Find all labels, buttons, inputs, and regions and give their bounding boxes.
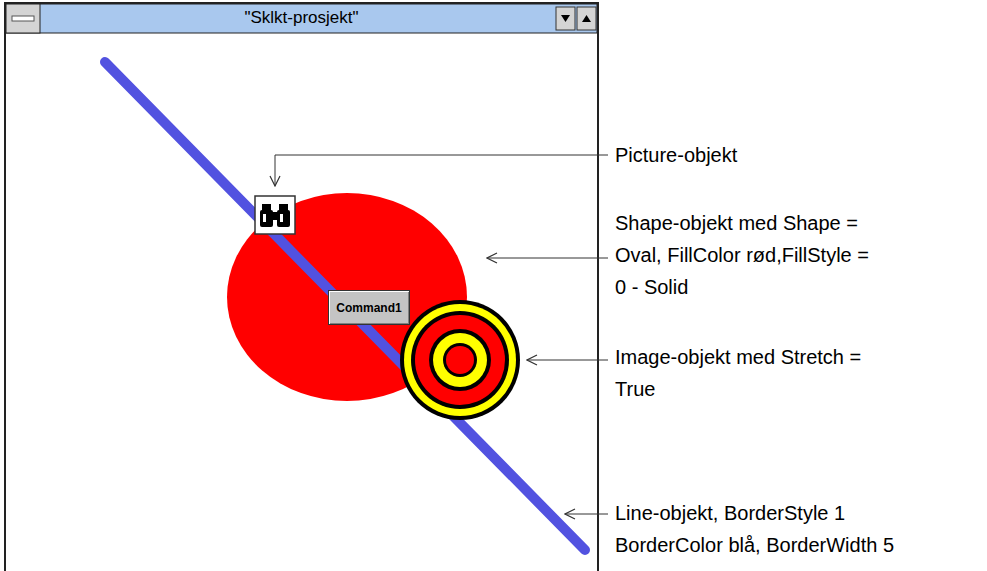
target-ring — [429, 329, 491, 391]
target-ring — [415, 315, 505, 405]
system-menu-bar — [12, 16, 34, 21]
binocular-glint — [263, 214, 266, 222]
blue-line — [105, 62, 585, 550]
maximize-button — [577, 7, 596, 30]
target-ring — [404, 304, 516, 416]
target-center — [446, 346, 474, 374]
binocular-top-left — [262, 204, 271, 211]
down-triangle — [561, 15, 570, 22]
leader-line — [527, 360, 608, 361]
title-bar — [6, 4, 597, 33]
callout-label: Shape-objekt med Shape = Oval, FillColor… — [615, 207, 877, 303]
target-image — [400, 300, 520, 420]
target-ring — [411, 311, 509, 409]
button-caption: Command1 — [336, 301, 401, 315]
system-menu-box — [6, 4, 40, 33]
binocular-left — [260, 210, 273, 227]
form-window: Command1 "Sklkt-prosjekt" — [5, 3, 598, 571]
window-frame — [5, 3, 598, 571]
command-button: Command1 — [328, 290, 410, 325]
picture-box — [255, 196, 295, 234]
binocular-picture — [255, 196, 295, 234]
target-ring — [443, 343, 477, 377]
minimize-button — [556, 7, 575, 30]
up-triangle — [582, 15, 591, 22]
leader-line — [565, 514, 608, 515]
target-ring — [400, 300, 520, 420]
callout-label: Line-objekt, BorderStyle 1 BorderColor b… — [615, 497, 915, 561]
binocular-top-right — [279, 204, 288, 211]
target-ring — [433, 333, 487, 387]
leader-line — [275, 155, 608, 186]
callout-label: Picture-objekt — [615, 139, 915, 171]
binocular-glint — [280, 214, 283, 222]
binocular-right — [277, 210, 290, 227]
binocular-bridge — [272, 212, 278, 220]
callout-label: Image-objekt med Stretch = True — [615, 341, 877, 405]
window-title: "Sklkt-prosjekt" — [5, 3, 598, 33]
leader-line — [487, 258, 608, 259]
